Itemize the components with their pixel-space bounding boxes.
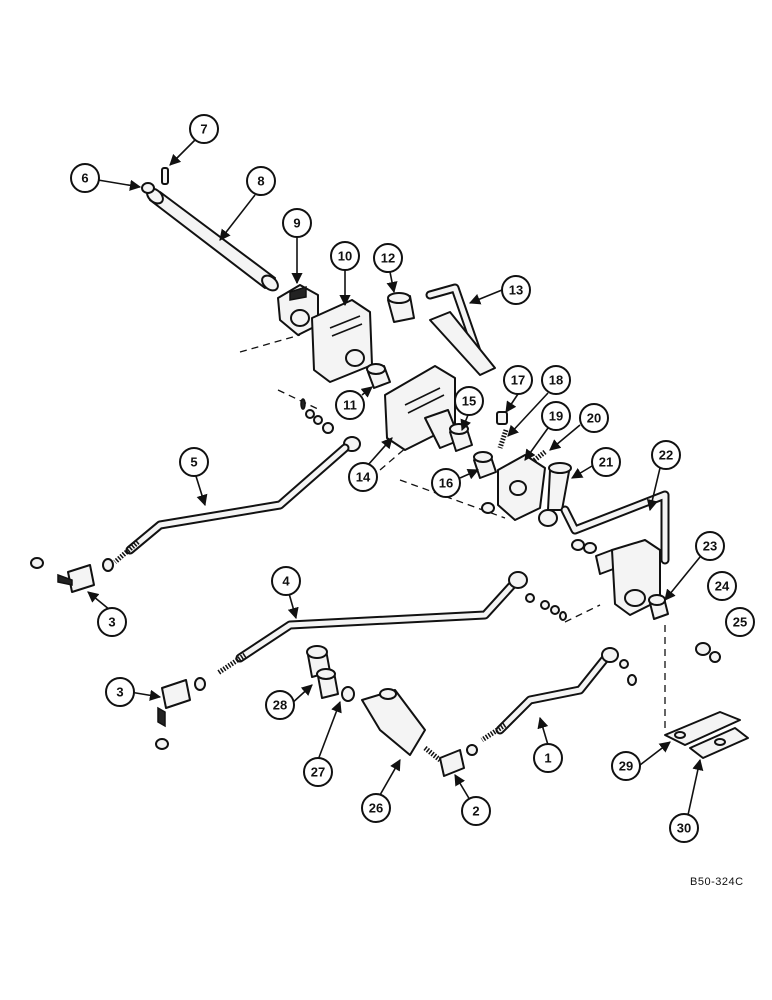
svg-text:11: 11: [343, 398, 357, 413]
washer-part-27: [341, 686, 355, 702]
callout-5: 5: [179, 447, 209, 477]
callout-25: 25: [725, 607, 755, 637]
svg-text:21: 21: [599, 455, 613, 470]
svg-text:27: 27: [311, 765, 325, 780]
plate-part-10: [311, 299, 373, 383]
svg-text:8: 8: [257, 174, 264, 189]
bracket-part-9: [277, 284, 319, 336]
knob-part-21: [547, 462, 572, 511]
callout-15: 15: [454, 386, 484, 416]
small-washers-lower: [525, 593, 567, 621]
svg-text:13: 13: [509, 283, 523, 298]
callout-21: 21: [591, 447, 621, 477]
callout-7: 7: [189, 114, 219, 144]
callout-19: 19: [541, 401, 571, 431]
svg-text:17: 17: [511, 373, 525, 388]
knob-part-12: [387, 292, 415, 323]
callout-11: 11: [335, 390, 365, 420]
callout-6: 6: [70, 163, 100, 193]
ring-part-6: [141, 182, 155, 194]
drawing-code: B50-324C: [690, 876, 744, 888]
svg-text:29: 29: [619, 759, 633, 774]
spring-part-18: [497, 429, 509, 449]
callout-29: 29: [611, 751, 641, 781]
shaft-part-8: [146, 187, 279, 292]
callout-14: 14: [348, 462, 378, 492]
svg-text:22: 22: [659, 448, 673, 463]
svg-text:3: 3: [108, 615, 115, 630]
bushing-part-23: [648, 594, 669, 620]
callout-10: 10: [330, 241, 360, 271]
callout-28: 28: [265, 690, 295, 720]
callout-1: 1: [533, 743, 563, 773]
callout-3-lower: 3: [105, 677, 135, 707]
callout-18: 18: [541, 365, 571, 395]
svg-text:23: 23: [703, 539, 717, 554]
rod-part-4: [216, 571, 528, 676]
roll-pin-part-7: [161, 167, 169, 185]
svg-text:5: 5: [190, 455, 197, 470]
svg-text:19: 19: [549, 409, 563, 424]
rod-end-part-3-lower: [155, 677, 206, 750]
callout-4: 4: [271, 566, 301, 596]
svg-text:10: 10: [338, 249, 352, 264]
bushing-part-16: [473, 451, 497, 479]
lever-part-22: [560, 490, 670, 616]
svg-text:1: 1: [544, 751, 551, 766]
svg-text:14: 14: [356, 470, 371, 485]
svg-text:9: 9: [293, 216, 300, 231]
bushing-part-11: [366, 363, 391, 389]
pivot-part-26: [361, 688, 442, 762]
lever-part-13: [425, 283, 496, 376]
svg-text:12: 12: [381, 251, 395, 266]
callout-13: 13: [501, 275, 531, 305]
bushing-part-28: [306, 645, 339, 699]
callout-9: 9: [282, 208, 312, 238]
svg-text:6: 6: [81, 171, 88, 186]
bracket-part-29: [664, 711, 741, 746]
svg-text:24: 24: [715, 579, 730, 594]
rod-part-5: [113, 443, 350, 564]
svg-text:25: 25: [733, 615, 747, 630]
clip-part-25: [709, 651, 721, 663]
washer-part-24: [695, 642, 711, 656]
rod-end-part-2: [439, 744, 478, 777]
bushing-part-15: [449, 423, 473, 452]
callout-30: 30: [669, 813, 699, 843]
plate-part-14: [384, 365, 461, 451]
callout-22: 22: [651, 440, 681, 470]
callout-23: 23: [695, 531, 725, 561]
svg-text:26: 26: [369, 801, 383, 816]
svg-text:30: 30: [677, 821, 691, 836]
callout-20: 20: [579, 403, 609, 433]
svg-text:4: 4: [282, 574, 290, 589]
svg-text:2: 2: [472, 804, 479, 819]
rod-part-1: [480, 647, 637, 743]
callout-12: 12: [373, 243, 403, 273]
callout-2: 2: [461, 796, 491, 826]
rod-end-part-3-upper: [30, 557, 114, 593]
svg-text:20: 20: [587, 411, 601, 426]
svg-text:16: 16: [439, 476, 453, 491]
svg-text:3: 3: [116, 685, 123, 700]
svg-text:15: 15: [462, 394, 476, 409]
callout-24: 24: [707, 571, 737, 601]
callout-16: 16: [431, 468, 461, 498]
svg-text:7: 7: [200, 122, 207, 137]
callout-17: 17: [503, 365, 533, 395]
callout-26: 26: [361, 793, 391, 823]
callout-3-upper: 3: [97, 607, 127, 637]
svg-text:18: 18: [549, 373, 563, 388]
svg-text:28: 28: [273, 698, 287, 713]
leader-lines: [87, 139, 704, 816]
callout-27: 27: [303, 757, 333, 787]
bracket-part-30: [689, 727, 749, 759]
callout-8: 8: [246, 166, 276, 196]
screw-part-17: [496, 411, 508, 425]
